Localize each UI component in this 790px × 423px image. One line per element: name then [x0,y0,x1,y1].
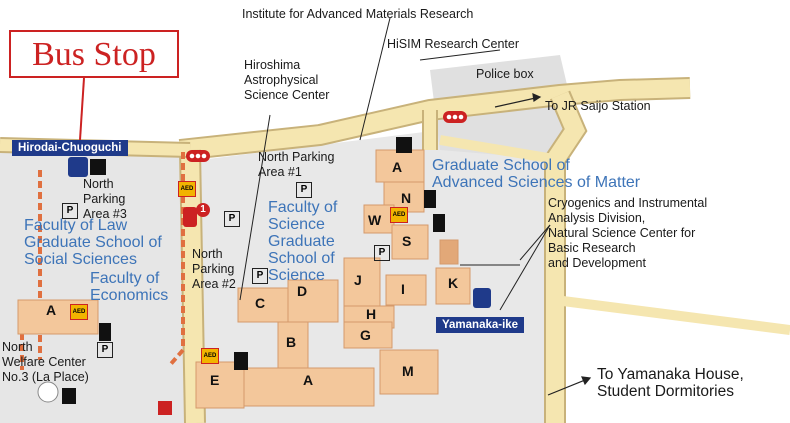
label-police-box[interactable]: Police box [476,67,534,81]
stairs-icon [90,159,106,175]
building-s[interactable]: S [402,233,412,249]
bus-stop-dots [186,111,467,162]
buildings [17,149,471,409]
trash-icon [183,207,197,227]
bus-stop-pointer [79,77,85,141]
label-north-parking-1[interactable]: North Parking Area #1 [258,150,335,179]
parking-icon-area3: P [62,203,78,219]
building-h[interactable]: H [366,306,377,322]
bicycle-icon-s [433,214,445,232]
building-b[interactable]: B [286,334,297,350]
building-a-south[interactable]: A [303,372,314,388]
leader-lines [239,17,551,311]
aed-icon-north: AED [178,181,196,197]
label-north-parking-2[interactable]: North Parking Area #2 [192,247,236,291]
bus-stop-callout: Bus Stop [9,30,179,78]
roads [0,77,790,423]
label-jr-saijo[interactable]: To JR Saijo Station [545,99,651,113]
building-k[interactable]: K [448,275,459,291]
label-cryogenics[interactable]: Cryogenics and Instrumental Analysis Div… [548,196,708,270]
label-hisim[interactable]: HiSIM Research Center [387,37,519,51]
building-e[interactable]: E [210,372,220,388]
stairs-icon-north [396,137,412,153]
bicycle-icon-e [234,352,248,370]
post-icon [158,401,172,415]
building-a-north[interactable]: A [392,159,403,175]
aed-icon-a: AED [70,304,88,320]
building-i[interactable]: I [401,281,405,297]
aed-icon-e: AED [201,348,219,364]
parking-icon-science: P [224,211,240,227]
building-g[interactable]: G [360,327,371,343]
label-faculty-economics[interactable]: Faculty of Economics [90,270,169,304]
bus-shelter-icon-yamanaka [473,288,491,308]
label-north-parking-3[interactable]: North Parking Area #3 [83,177,127,221]
west-ground [0,150,200,423]
number-one-marker: 1 [196,203,210,217]
bus-shelter-icon [68,157,88,177]
label-faculty-science[interactable]: Faculty of Science Graduate School of Sc… [268,199,338,284]
parking-icon: P [296,182,312,198]
restaurant-icon [62,388,76,404]
building-a-west[interactable]: A [46,302,57,318]
building-c[interactable]: C [255,295,266,311]
label-yamanaka-house[interactable]: To Yamanaka House, Student Dormitories [597,366,744,400]
stop-tag-hirodai-chuoguchi[interactable]: Hirodai-Chuoguchi [12,140,128,156]
building-m[interactable]: M [402,363,414,379]
parking-icon-sw: P [374,245,390,261]
parking-icon-area2: P [252,268,268,284]
building-d[interactable]: D [297,283,308,299]
label-hiroshima-astro[interactable]: Hiroshima Astrophysical Science Center [244,58,330,102]
label-advanced-materials[interactable]: Institute for Advanced Materials Researc… [242,7,474,21]
building-w[interactable]: W [368,212,382,228]
label-grad-adv-sci[interactable]: Graduate School of Advanced Sciences of … [432,157,641,191]
stop-tag-yamanaka-ike[interactable]: Yamanaka-ike [436,317,525,333]
direction-arrows [494,93,592,396]
building-n[interactable]: N [401,190,412,206]
parking-icon-welfare: P [97,342,113,358]
bicycle-icon-n [424,190,436,208]
label-faculty-law[interactable]: Faculty of Law Graduate School of Social… [24,217,162,268]
building-j[interactable]: J [354,272,362,288]
aed-icon-w: AED [390,207,408,223]
bicycle-icon-a [99,323,111,341]
roundabout [37,381,59,403]
label-north-welfare[interactable]: North Welfare Center No.3 (La Place) [2,340,89,384]
